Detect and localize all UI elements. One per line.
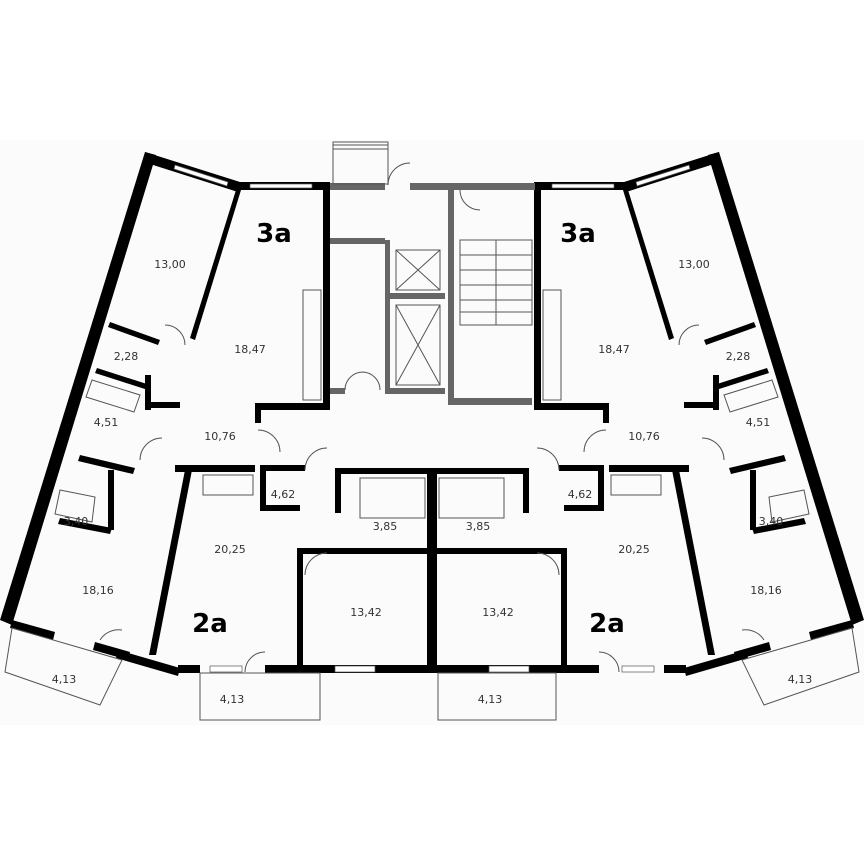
room-area: 20,25 [214, 543, 246, 556]
room-area: 13,42 [350, 606, 382, 619]
room-area: 10,76 [628, 430, 660, 443]
room-area: 13,42 [482, 606, 514, 619]
room-area: 3,85 [373, 520, 398, 533]
room-area: 3,40 [759, 515, 784, 528]
room-areas: 13,00 18,47 2,28 4,51 10,76 3,40 18,16 4… [52, 258, 813, 706]
room-area: 4,13 [52, 673, 77, 686]
room-area: 4,62 [568, 488, 593, 501]
room-area: 4,51 [94, 416, 119, 429]
room-area: 2,28 [726, 350, 751, 363]
room-area: 18,16 [82, 584, 114, 597]
left-walls [0, 152, 433, 676]
room-area: 4,62 [271, 488, 296, 501]
apartment-label: 3а [560, 219, 596, 249]
apartment-label: 3а [256, 219, 292, 249]
room-area: 13,00 [678, 258, 710, 271]
room-area: 13,00 [154, 258, 186, 271]
room-area: 2,28 [114, 350, 139, 363]
room-area: 4,51 [746, 416, 771, 429]
core [330, 141, 535, 405]
room-area: 4,13 [788, 673, 813, 686]
room-area: 3,85 [466, 520, 491, 533]
apartment-label: 2а [589, 609, 625, 639]
room-area: 18,47 [598, 343, 630, 356]
room-area: 10,76 [204, 430, 236, 443]
apartment-label: 2а [192, 609, 228, 639]
room-area: 18,16 [750, 584, 782, 597]
room-area: 4,13 [220, 693, 245, 706]
room-area: 3,40 [64, 515, 89, 528]
room-area: 4,13 [478, 693, 503, 706]
room-area: 18,47 [234, 343, 266, 356]
balconies [4, 627, 860, 721]
room-area: 20,25 [618, 543, 650, 556]
